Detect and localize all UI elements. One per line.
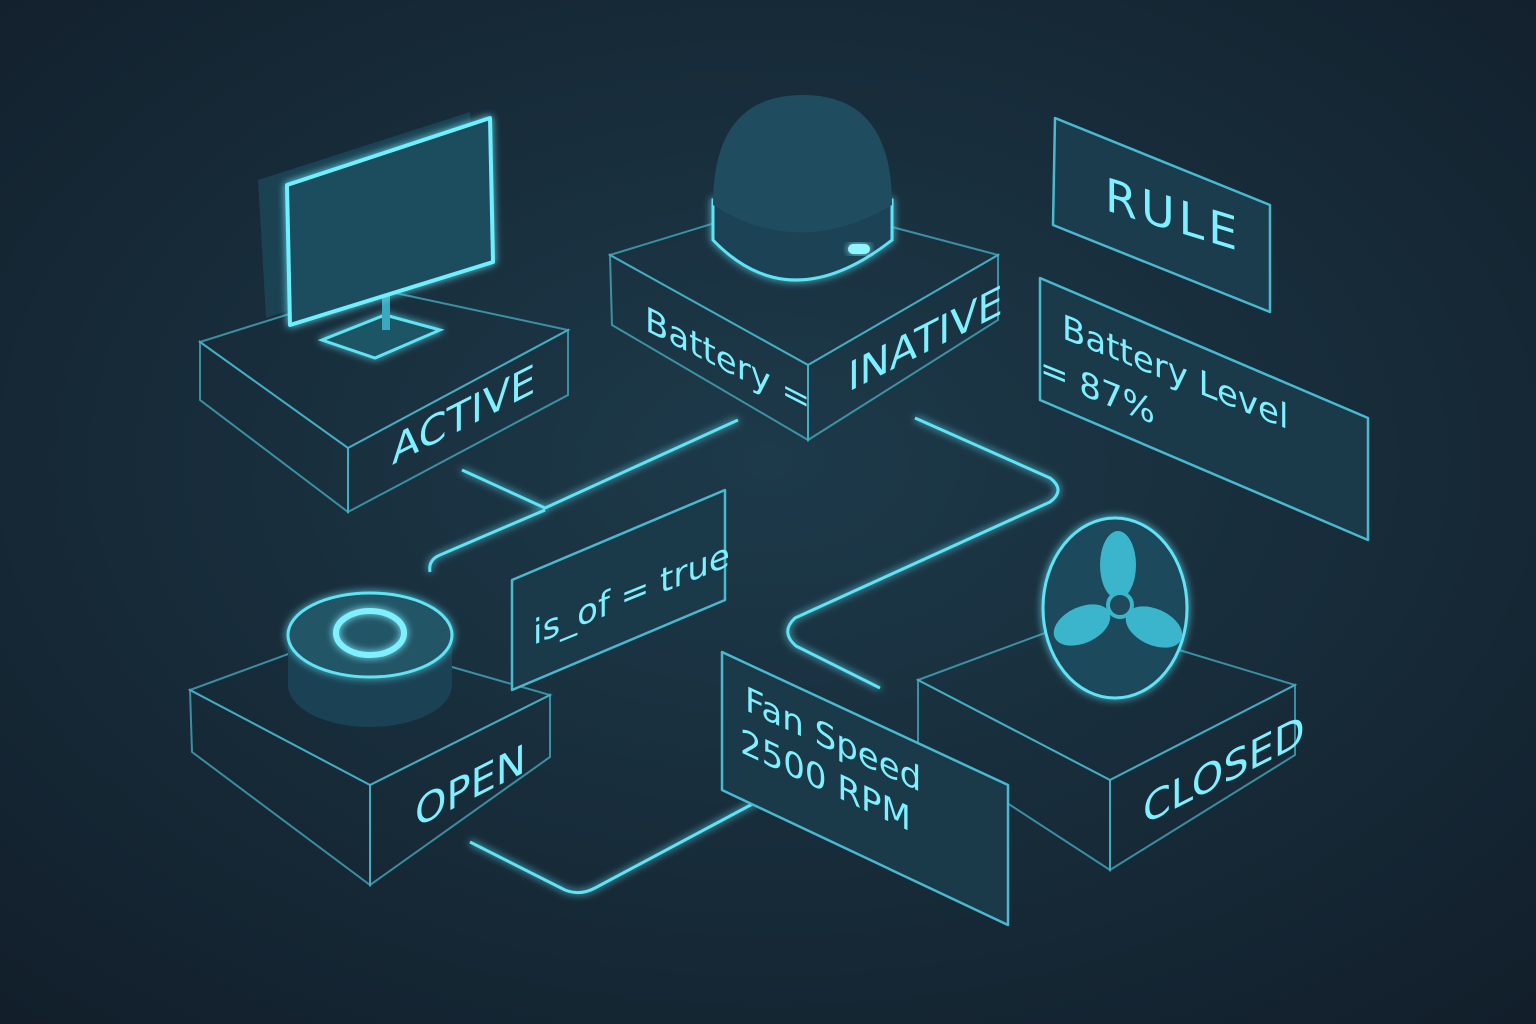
wire-open-to-fanspeed	[469, 798, 761, 895]
wire-to-condition	[428, 508, 546, 573]
wire-hub-to-fan	[786, 416, 1060, 690]
button-icon	[286, 591, 454, 727]
fan-speed-panel[interactable]: Fan Speed 2500 RPM	[720, 650, 1010, 927]
rule-panel[interactable]: RULE	[1051, 116, 1272, 314]
wire-active-to-hub	[461, 418, 739, 510]
fan-icon	[1041, 516, 1189, 700]
dome-hub-icon	[711, 95, 894, 282]
monitor-icon	[258, 112, 495, 360]
connection-wires	[428, 416, 1060, 895]
